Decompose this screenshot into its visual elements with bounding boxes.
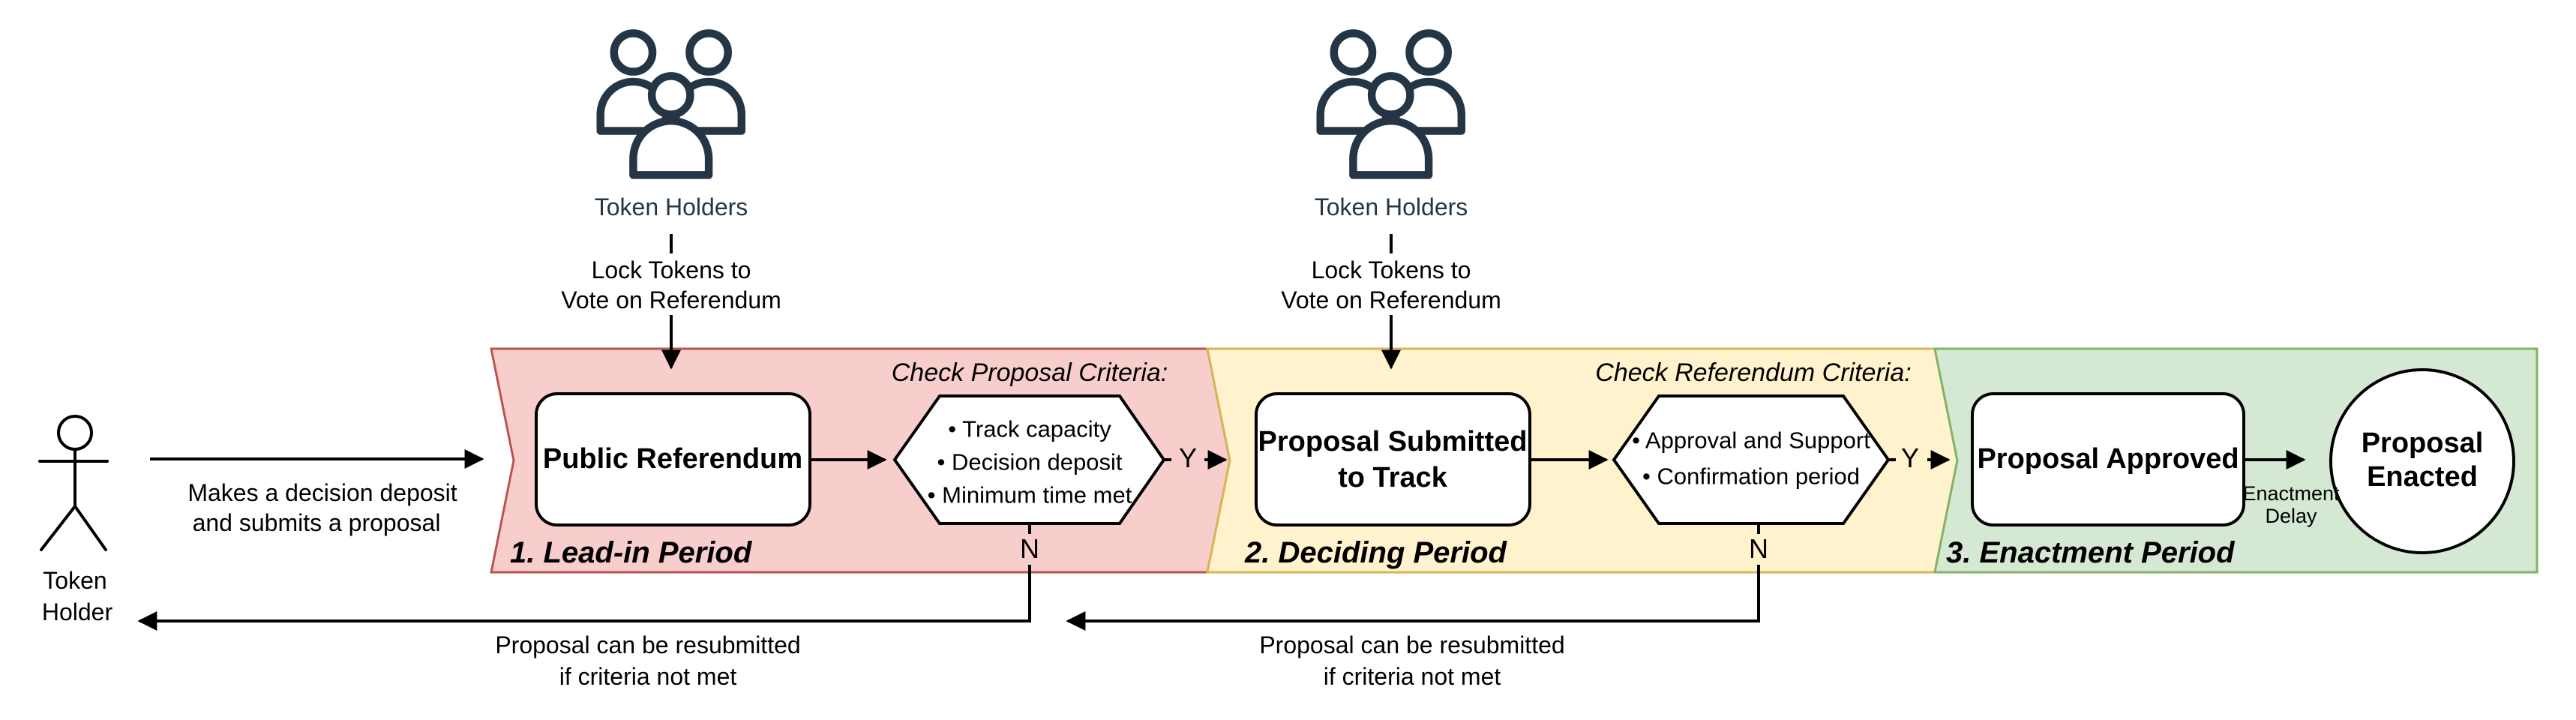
token-holders-label-1: Token Holders <box>594 194 748 221</box>
token-holders-group-icon-1 <box>601 33 742 175</box>
lock-tokens-line1-2: Lock Tokens to <box>1311 256 1471 284</box>
resubmit-arrow-2 <box>1066 565 1760 631</box>
proposal-criteria-title: Check Proposal Criteria: <box>891 358 1168 388</box>
lock-tokens-line2-1: Vote on Referendum <box>561 286 781 314</box>
submit-action-line1: Makes a decision deposit <box>187 479 457 507</box>
stage2-label: 2. Deciding Period <box>1245 536 1507 569</box>
criteria-confirmation-period: • Confirmation period <box>1642 463 1860 490</box>
criteria-approval-support: • Approval and Support <box>1632 427 1870 454</box>
criteria-track-capacity: • Track capacity <box>948 416 1111 442</box>
stage1-label: 1. Lead-in Period <box>510 536 752 569</box>
token-holders-group-icon-2 <box>1321 33 1462 175</box>
proposal-approved-label: Proposal Approved <box>1977 443 2239 476</box>
submit-action-line2: and submits a proposal <box>192 509 441 537</box>
enactment-delay-line1: Enactment <box>2242 482 2340 505</box>
resubmit-text2-line2: if criteria not met <box>1323 663 1501 691</box>
proposal-enacted-line1: Proposal <box>2361 428 2484 460</box>
resubmit-text1-line2: if criteria not met <box>559 663 737 691</box>
actor-label-line1: Token <box>43 567 107 595</box>
resubmit-arrow-1 <box>137 565 1031 631</box>
criteria-decision-deposit: • Decision deposit <box>937 448 1123 476</box>
token-holder-actor-icon <box>38 415 109 551</box>
lock-tokens-line2-2: Vote on Referendum <box>1281 286 1501 314</box>
flow-arrows <box>137 234 2306 631</box>
actor-label-line2: Holder <box>41 598 113 626</box>
yes-label-1: Y <box>1178 442 1198 474</box>
public-referendum-label: Public Referendum <box>542 443 803 476</box>
lock-tokens-line1-1: Lock Tokens to <box>591 256 751 284</box>
stage3-label: 3. Enactment Period <box>1946 536 2235 569</box>
no-label-1: N <box>1020 533 1039 565</box>
resubmit-text1-line1: Proposal can be resubmitted <box>495 632 801 659</box>
proposal-submitted-node <box>1255 392 1531 526</box>
resubmit-text2-line1: Proposal can be resubmitted <box>1259 632 1565 659</box>
yes-label-2: Y <box>1900 442 1920 474</box>
proposal-submitted-line1: Proposal Submitted <box>1258 426 1528 458</box>
proposal-submitted-line2: to Track <box>1338 462 1447 494</box>
proposal-enacted-node <box>2329 368 2515 554</box>
criteria-minimum-time: • Minimum time met <box>927 482 1132 508</box>
enactment-delay-line2: Delay <box>2265 504 2317 527</box>
proposal-enacted-line2: Enacted <box>2367 461 2478 494</box>
no-label-2: N <box>1749 533 1768 565</box>
token-holders-label-2: Token Holders <box>1314 194 1468 221</box>
referendum-criteria-hexagon <box>1612 394 1891 525</box>
referendum-criteria-title: Check Referendum Criteria: <box>1595 358 1912 388</box>
